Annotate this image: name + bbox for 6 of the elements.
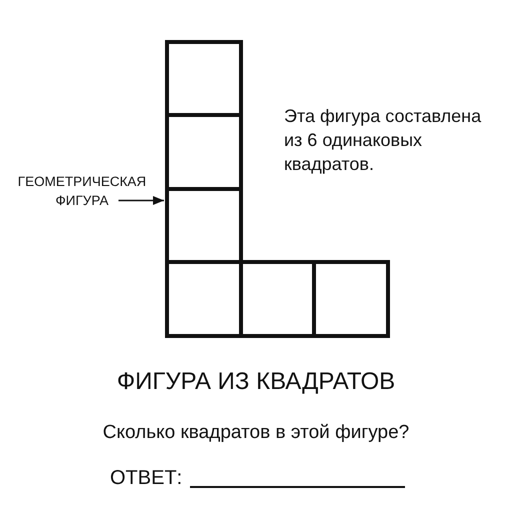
title: ФИГУРА ИЗ КВАДРАТОВ: [116, 368, 396, 395]
question-text: Сколько квадратов в этой фигуре?: [102, 422, 410, 443]
description-text: Эта фигура составлена из 6 одинаковых квадратов.: [284, 105, 482, 176]
answer-label: ОТВЕТ:: [110, 466, 182, 491]
callout-label: ГЕОМЕТРИЧЕСКАЯ ФИГУРА: [15, 172, 149, 210]
arrow: [118, 196, 164, 205]
